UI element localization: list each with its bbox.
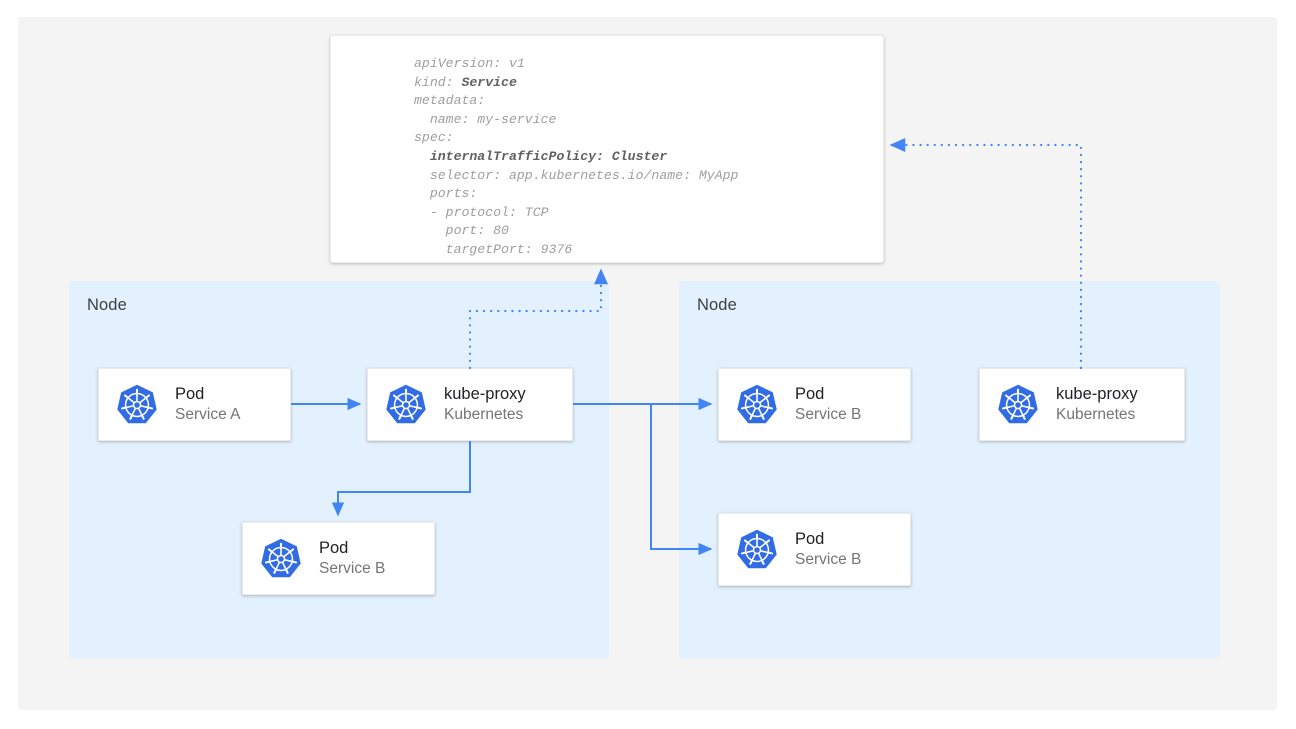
card-kube-proxy-right[interactable]: kube-proxy Kubernetes — [979, 368, 1185, 441]
manifest-line: port: 80 — [414, 223, 509, 239]
card-subtitle: Kubernetes — [1056, 406, 1136, 424]
manifest-line: apiVersion: v1 — [414, 56, 525, 71]
card-title: kube-proxy — [1056, 384, 1138, 403]
manifest-line: kind: Service — [414, 74, 517, 90]
service-manifest-card: apiVersion: v1 kind: Service metadata: nam… — [330, 35, 884, 263]
node-label-left: Node — [87, 296, 127, 314]
card-pod-service-b-remote-1[interactable]: Pod Service B — [718, 368, 911, 441]
kubernetes-icon — [735, 383, 779, 427]
manifest-line: selector: app.kubernetes.io/name: MyApp — [414, 167, 739, 183]
manifest-line: name: my-service — [414, 111, 557, 127]
card-title: kube-proxy — [444, 384, 526, 403]
card-title: Pod — [319, 538, 349, 557]
card-subtitle: Service B — [795, 406, 862, 424]
card-subtitle: Service B — [319, 560, 386, 578]
node-panel-left: Node — [69, 281, 609, 658]
card-text: kube-proxy Kubernetes — [1056, 383, 1138, 426]
manifest-line: - protocol: TCP — [414, 204, 549, 220]
card-pod-service-a[interactable]: Pod Service A — [98, 368, 291, 441]
kubernetes-icon — [996, 383, 1040, 427]
manifest-line: targetPort: 9376 — [414, 241, 573, 257]
manifest-line: spec: — [414, 130, 454, 146]
card-subtitle: Service B — [795, 551, 862, 569]
card-kube-proxy-left[interactable]: kube-proxy Kubernetes — [367, 368, 573, 441]
manifest-line: metadata: — [414, 93, 486, 109]
node-panel-right: Node — [679, 281, 1220, 658]
card-subtitle: Kubernetes — [444, 406, 524, 424]
card-pod-service-b-local[interactable]: Pod Service B — [242, 522, 435, 595]
card-pod-service-b-remote-2[interactable]: Pod Service B — [718, 513, 911, 586]
card-text: Pod Service B — [319, 537, 385, 580]
kubernetes-icon — [115, 383, 159, 427]
manifest-line: internalTrafficPolicy: Cluster — [414, 148, 668, 164]
card-title: Pod — [175, 384, 205, 403]
service-manifest-code: apiVersion: v1 kind: Service metadata: nam… — [414, 55, 738, 260]
kubernetes-icon — [735, 528, 779, 572]
card-subtitle: Service A — [175, 406, 241, 424]
node-label-right: Node — [697, 296, 737, 314]
card-text: Pod Service A — [175, 383, 240, 426]
card-text: Pod Service B — [795, 528, 861, 571]
card-text: kube-proxy Kubernetes — [444, 383, 526, 426]
manifest-line: ports: — [414, 186, 478, 202]
kubernetes-icon — [259, 537, 303, 581]
card-title: Pod — [795, 529, 825, 548]
card-title: Pod — [795, 384, 825, 403]
card-text: Pod Service B — [795, 383, 861, 426]
kubernetes-icon — [384, 383, 428, 427]
